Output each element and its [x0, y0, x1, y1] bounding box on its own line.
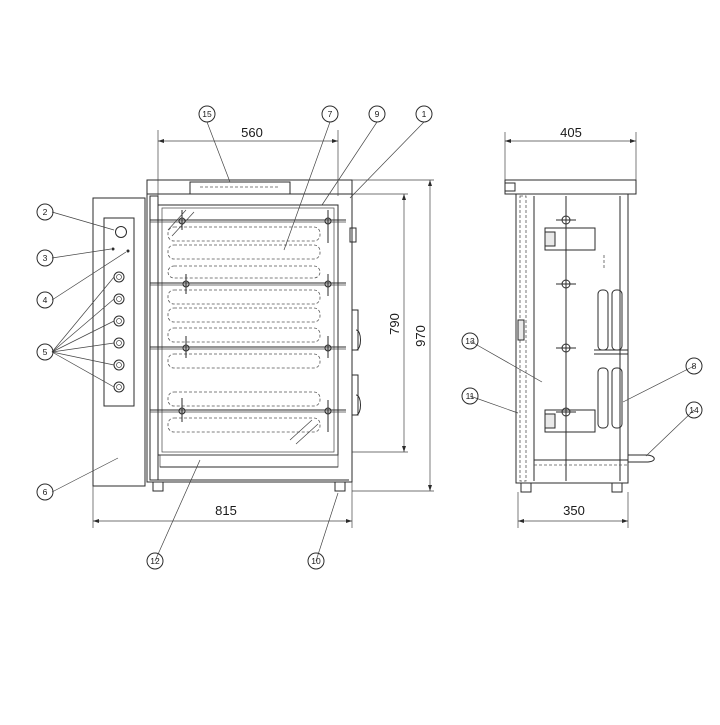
front-dimensions: 560 815 790 970 [92, 125, 434, 528]
callout-12-label: 12 [150, 556, 160, 566]
spit-switch-icon [113, 359, 125, 371]
foot-right [334, 481, 346, 492]
door-latch [349, 227, 357, 243]
callout-4-label: 4 [43, 295, 48, 305]
callout-4 [36, 291, 54, 309]
power-cable [628, 454, 646, 463]
callouts: 15 7 9 1 2 3 4 5 6 12 10 13 11 8 14 [36, 105, 703, 570]
callout-13-label: 13 [465, 336, 475, 346]
callout-10-label: 10 [311, 556, 321, 566]
callout-3-label: 3 [43, 253, 48, 263]
side-foot-right [611, 482, 623, 493]
callout-14-label: 14 [689, 405, 699, 415]
front-view [92, 179, 361, 492]
callout-9-label: 9 [375, 109, 380, 119]
top-vent [189, 181, 291, 195]
callout-10 [307, 552, 325, 570]
dim-790: 790 [387, 313, 402, 335]
spits [150, 209, 346, 445]
callout-8 [685, 357, 703, 375]
callout-6-label: 6 [43, 487, 48, 497]
control-column [92, 197, 146, 487]
glass-door [157, 204, 339, 456]
side-body [515, 193, 629, 484]
door-handle-lower [351, 374, 361, 416]
callout-11-label: 11 [466, 391, 475, 401]
door-glass-side [519, 195, 527, 482]
heater-tube-2 [597, 367, 609, 429]
oven-body [146, 193, 353, 483]
callout-8-label: 8 [692, 361, 697, 371]
callout-5 [36, 343, 54, 361]
callout-9 [368, 105, 386, 123]
spit-switch-icon [113, 293, 125, 305]
dim-560: 560 [241, 125, 263, 140]
dim-815: 815 [215, 503, 237, 518]
door-handle-upper [351, 309, 361, 351]
callout-5-label: 5 [43, 347, 48, 357]
dim-350: 350 [563, 503, 585, 518]
side-view [504, 179, 655, 493]
spit-switch-icon [113, 337, 125, 349]
spit-switch-icon [113, 271, 125, 283]
callout-7 [321, 105, 339, 123]
dim-405: 405 [560, 125, 582, 140]
callout-12 [146, 552, 164, 570]
door-hinge [517, 319, 525, 341]
side-foot-left [520, 482, 532, 493]
indicator-lamp-2 [126, 249, 130, 253]
callout-7-label: 7 [328, 109, 333, 119]
callout-1 [415, 105, 433, 123]
callout-6 [36, 483, 54, 501]
foot-left [152, 481, 164, 492]
callout-11 [461, 387, 479, 405]
spit-switch-icon [113, 381, 125, 393]
side-dimensions: 405 350 [504, 125, 637, 528]
heater-tube-1 [597, 289, 609, 351]
side-top [504, 179, 637, 195]
spit-switches [113, 271, 125, 393]
spit-switch-icon [113, 315, 125, 327]
callout-13 [461, 332, 479, 350]
callout-1-label: 1 [422, 109, 427, 119]
callout-2 [36, 203, 54, 221]
drip-tray [159, 454, 339, 468]
main-switch-knob [115, 226, 127, 238]
callout-2-label: 2 [43, 207, 48, 217]
left-frame [149, 195, 159, 481]
dim-970: 970 [413, 325, 428, 347]
callout-14 [685, 401, 703, 419]
indicator-lamp [111, 247, 115, 251]
spit-ends [556, 215, 576, 417]
control-panel [103, 217, 135, 407]
callout-15 [198, 105, 216, 123]
callout-15-label: 15 [202, 109, 212, 119]
callout-3 [36, 249, 54, 267]
